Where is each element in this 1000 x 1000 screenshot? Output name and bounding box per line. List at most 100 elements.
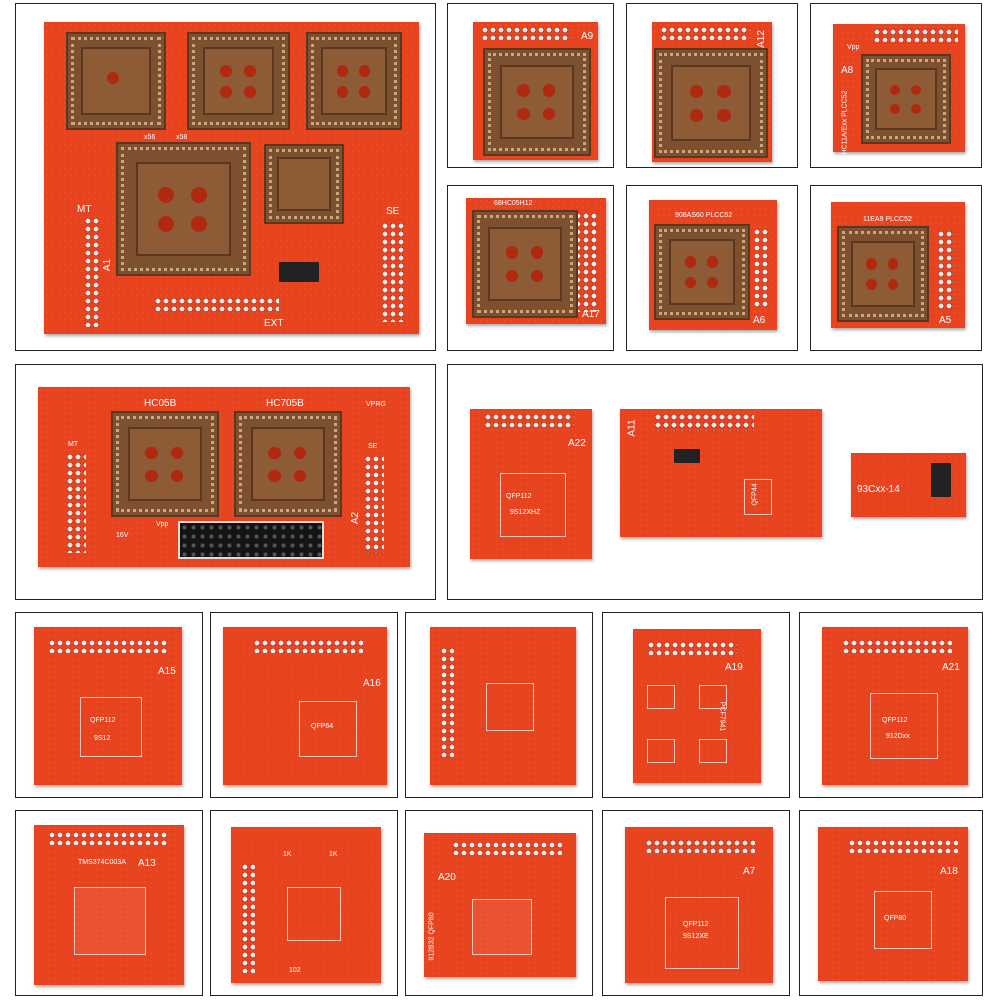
a20-label: A20 — [438, 872, 456, 883]
photo-a5: 11EA9 PLCC52 A5 — [810, 185, 982, 351]
a2-mt-header — [66, 453, 86, 553]
a6-title: 908AS60 PLCC52 — [675, 212, 733, 219]
photo-1k-board: 1K 1K 102 — [210, 810, 398, 996]
photo-a19: A19 PCF7941 — [602, 612, 790, 798]
a16-qfp: QFP64 — [311, 723, 334, 730]
a21-qfp-outline — [870, 693, 938, 759]
a20-header — [452, 841, 562, 855]
photo-main-board: MT SE A1 EXT x56 x58 — [15, 3, 436, 351]
a18-qfp: QFP80 — [884, 915, 907, 922]
a6-header — [753, 228, 769, 308]
a2-socket-left — [111, 411, 219, 517]
a8-plcc: HC11A/Exx PLCC52 — [841, 90, 849, 155]
a13-title: TMS374C003A — [78, 859, 126, 866]
blank-header — [440, 647, 454, 757]
a19-pad-2 — [699, 685, 727, 709]
a6-socket — [654, 224, 750, 320]
a20-board: A20 912B32 QFP80 — [424, 833, 576, 977]
a9-header — [481, 26, 571, 40]
a6-board: 908AS60 PLCC52 A6 — [649, 200, 777, 330]
a5-header — [937, 230, 955, 310]
a19-board: A19 PCF7941 — [633, 629, 761, 783]
photo-small-boards: A22 QFP112 9S12XHZ A11 QFP44 93Cxx-14 — [447, 364, 983, 600]
a15-chip: 9S12 — [94, 735, 111, 742]
a2-hc05b: HC05B — [144, 398, 177, 409]
a2-hc705b: HC705B — [266, 398, 304, 409]
a2-mt: MT — [68, 441, 79, 448]
a13-board: TMS374C003A A13 — [34, 825, 184, 985]
a7-qfp: QFP112 — [683, 921, 709, 928]
a8-header — [873, 28, 958, 42]
a2-socket-right — [234, 411, 342, 517]
a18-qfp-outline — [874, 891, 932, 949]
a20-side: 912B32 QFP80 — [428, 912, 436, 961]
photo-a6: 908AS60 PLCC52 A6 — [626, 185, 798, 351]
a9-socket — [483, 48, 591, 156]
a15-header — [48, 639, 168, 653]
main-adapter-board: MT SE A1 EXT x56 x58 — [44, 22, 419, 334]
a12-board: A12 — [652, 22, 772, 162]
soic-chip — [279, 262, 319, 282]
a2-vprg: VPRG — [366, 401, 386, 408]
a7-label: A7 — [743, 866, 756, 877]
a21-label: A21 — [942, 662, 960, 673]
a22-qfp-outline — [500, 473, 566, 537]
a19-label: A19 — [725, 662, 743, 673]
a16-board: A16 QFP64 — [223, 627, 387, 785]
a7-header — [645, 839, 755, 853]
photo-blank-board — [405, 612, 593, 798]
a17-board: 68HC05H12 A17 — [466, 198, 606, 324]
a19-pad-4 — [699, 739, 727, 763]
a15-label: A15 — [158, 666, 176, 677]
a2-se: SE — [368, 443, 378, 450]
a22-qfp: QFP112 — [506, 493, 532, 500]
photo-a21: A21 QFP112 912Dxx — [799, 612, 983, 798]
label-x58: x58 — [176, 134, 188, 141]
a12-header — [660, 26, 750, 40]
a8-vpp: Vpp — [847, 44, 860, 51]
a15-qfp: QFP112 — [90, 717, 116, 724]
label-se: SE — [386, 206, 400, 217]
a16-qfp-outline — [299, 701, 357, 757]
a12-socket — [654, 48, 768, 158]
a18-label: A18 — [940, 866, 958, 877]
photo-a20: A20 912B32 QFP80 — [405, 810, 593, 996]
a19-pad-1 — [647, 685, 675, 709]
mt-header — [84, 217, 100, 327]
photo-a13: TMS374C003A A13 — [15, 810, 203, 996]
a2-zif-header — [178, 521, 324, 559]
a5-socket — [837, 226, 929, 322]
plcc-socket-1 — [66, 32, 166, 130]
a15-board: A15 QFP112 9S12 — [34, 627, 182, 785]
a19-pad-3 — [647, 739, 675, 763]
photo-a18: A18 QFP80 — [799, 810, 983, 996]
a16-label: A16 — [363, 678, 381, 689]
a6-label: A6 — [753, 315, 766, 326]
1k-left-label: 1K — [283, 851, 292, 858]
a8-socket — [861, 54, 951, 144]
a22-label: A22 — [568, 438, 586, 449]
bottom-header — [154, 297, 279, 311]
a22-board: A22 QFP112 9S12XHZ — [470, 409, 592, 559]
a11-board: A11 QFP44 — [620, 409, 822, 537]
a5-board: 11EA9 PLCC52 A5 — [831, 202, 965, 328]
c93-board: 93Cxx-14 — [851, 453, 966, 517]
label-mt: MT — [77, 204, 92, 215]
a11-header — [654, 413, 754, 431]
label-a1: A1 — [102, 258, 114, 272]
plcc-socket-4 — [116, 142, 251, 276]
c93-chip — [931, 463, 951, 497]
a12-label: A12 — [755, 30, 767, 48]
label-x56: x56 — [144, 134, 156, 141]
a22-header — [484, 413, 574, 427]
plcc-socket-2 — [187, 32, 290, 130]
a8-label: A8 — [841, 65, 854, 76]
a13-label: A13 — [138, 858, 156, 869]
a7-board: A7 QFP112 9S12XE — [625, 827, 773, 983]
a18-header — [848, 839, 958, 853]
a13-header — [48, 831, 168, 845]
a21-board: A21 QFP112 912Dxx — [822, 627, 968, 785]
a16-header — [253, 639, 363, 653]
a7-chip: 9S12XE — [683, 933, 709, 940]
a2-label: A2 — [350, 511, 362, 525]
